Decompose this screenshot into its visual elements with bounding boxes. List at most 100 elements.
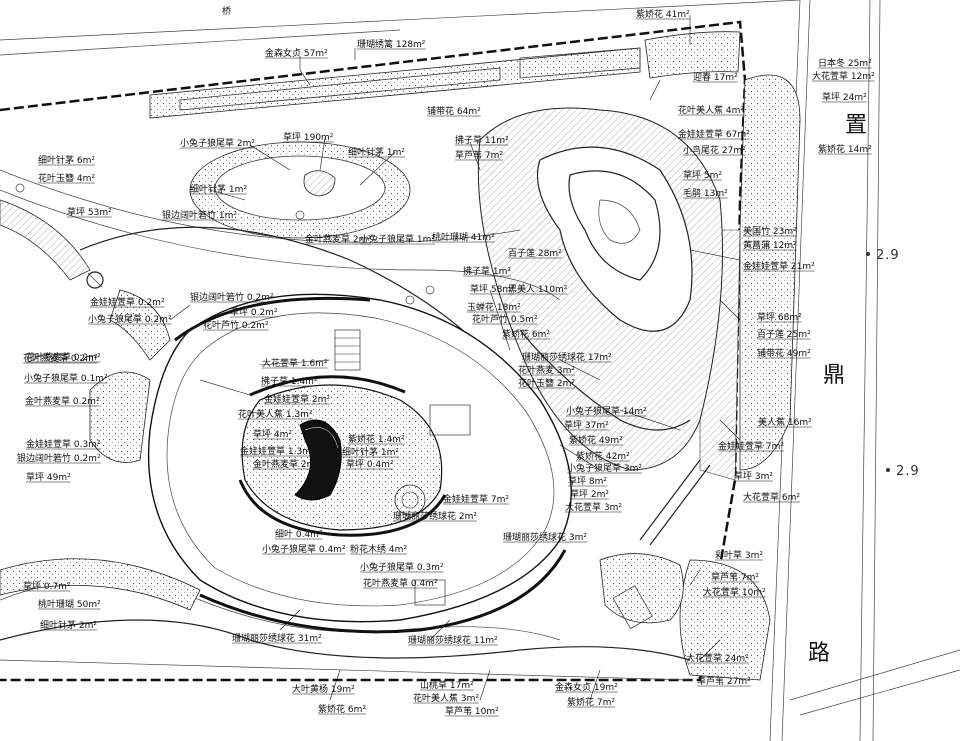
plant-label: 珊瑚丽莎绣球花 31m² <box>232 632 322 644</box>
plant-label: 花叶芦竹 0.5m² <box>472 313 538 325</box>
plant-label: 草芦苇 10m² <box>445 705 499 717</box>
plant-label: 花叶美人蕉 3m² <box>413 692 479 704</box>
plant-label: 迎春 17m² <box>693 71 738 83</box>
plant-label: 桃叶珊瑚 41m² <box>432 231 495 243</box>
site-boundary <box>0 20 747 682</box>
plant-label: 金叶燕麦草 0.2m² <box>25 395 100 407</box>
plant-label: 草坪 5m² <box>683 169 722 181</box>
plant-label: 紫娇花 6m² <box>318 703 366 715</box>
plant-label: 金叶燕麦草 2m² <box>305 233 371 245</box>
plant-label: 草坪 58m² <box>470 283 515 295</box>
plant-label: 金娃娃萱草 2m² <box>264 393 330 405</box>
road-name-char-1: 置 <box>845 113 867 138</box>
plant-label: 大花萱草 1.6m² <box>262 357 328 369</box>
plant-label: 细叶 0.4m² <box>275 528 323 540</box>
plant-label: 百子莲 25m² <box>757 328 811 340</box>
plant-label: 紫娇花 7m² <box>567 696 615 708</box>
plant-label: 草坪 4m² <box>253 428 292 440</box>
plant-label: 黑美人 110m² <box>508 283 568 295</box>
plant-label: 草坪 0.7m² <box>23 580 71 592</box>
plant-label: 紫娇花 1.4m² <box>348 433 405 445</box>
plant-label: 细叶针茅 1m² <box>342 446 399 458</box>
elevation-1: 2.9 <box>876 248 900 263</box>
plant-label: 美人蕉 16m² <box>758 416 812 428</box>
plant-label: 大花萱草 12m² <box>812 70 875 82</box>
plant-label: 草坪 2m² <box>570 488 609 500</box>
plant-label: 大花萱草 24m² <box>686 652 749 664</box>
plant-label: 金叶燕麦草 2m² <box>253 458 319 470</box>
road-name-char-2: 鼎 <box>823 363 845 388</box>
plant-label: 拂子草 1m² <box>463 265 511 277</box>
plant-label: 草坪 24m² <box>822 91 867 103</box>
plant-label: 草坪 190m² <box>283 131 334 143</box>
plant-label: 百子莲 28m² <box>508 247 562 259</box>
plant-label: 铺带花 49m² <box>757 347 811 359</box>
plant-label: 草芦苇 27m² <box>697 675 751 687</box>
plant-label: 紫娇花 49m² <box>569 434 623 446</box>
plant-label: 草芦苇 7m² <box>711 571 759 583</box>
se-entrance <box>599 459 711 630</box>
plant-label: 金娃娃萱草 0.3m² <box>26 438 101 450</box>
plant-label: 小兔子狼尾草 14m² <box>566 405 647 417</box>
plant-label: 铺带花 64m² <box>427 105 481 117</box>
plant-label: 细叶针茅 6m² <box>38 154 95 166</box>
plant-label: 金娃娃萱草 67m² <box>678 128 750 140</box>
plant-label: 草坪 68m² <box>757 311 802 323</box>
plant-label: 黄菖蒲 12m² <box>743 239 797 251</box>
plant-label: 大花萱草 3m² <box>565 501 622 513</box>
plant-label: 草坪 8m² <box>568 475 607 487</box>
plant-label: 大叶黄杨 19m² <box>292 683 355 695</box>
plant-label: 细叶针茅 1m² <box>348 146 405 158</box>
plant-label: 花叶玉簪 4m² <box>38 172 95 184</box>
northeast-rock-garden <box>477 107 723 471</box>
plant-label: 小鸟尾花 27m² <box>683 144 746 156</box>
plant-label: 银边阔叶箬竹 1m² <box>162 209 237 221</box>
plant-label: 草坪 0.4m² <box>346 458 394 470</box>
plant-label: 金娃娃萱草 1.3m² <box>240 445 315 457</box>
tree-markers <box>15 183 435 305</box>
plant-label: 小兔子狼尾草 0.3m² <box>360 561 444 573</box>
central-building <box>147 293 572 634</box>
plant-label: 花叶美人蕉 1.3m² <box>238 408 313 420</box>
plant-label: 草坪 37m² <box>564 419 609 431</box>
plant-label: 玉蝉花 18m² <box>467 301 521 313</box>
plant-label: 草坪 3m² <box>734 470 773 482</box>
bridge-label: 桥 <box>222 5 231 17</box>
plant-label: 日本冬 25m² <box>818 57 872 69</box>
plant-label: 大花萱草 6m² <box>743 491 800 503</box>
road-name-char-3: 路 <box>808 641 830 666</box>
plant-label: 细叶针茅 2m² <box>40 619 97 631</box>
plant-label: 桃叶珊瑚 50m² <box>38 598 101 610</box>
plant-label: 金森女贞 19m² <box>555 681 618 693</box>
plant-label: 花叶美人蕉 4m² <box>678 104 744 116</box>
plant-label: 花叶燕麦草 0.2m² <box>23 352 98 364</box>
plant-label: 金娃娃萱草 7m² <box>718 440 784 452</box>
plant-label: 草坪 0.2m² <box>230 306 278 318</box>
plant-label: 毛鹃 13m² <box>683 187 728 199</box>
plant-label: 紫娇花 14m² <box>818 143 872 155</box>
plant-label: 紫娇花 42m² <box>576 450 630 462</box>
plant-label: 金娃娃萱草 7m² <box>443 493 509 505</box>
plant-label: 花叶燕麦 3m² <box>518 364 575 376</box>
north-hedge-strip <box>149 31 741 119</box>
east-planting-bands <box>679 74 801 681</box>
plant-label: 珊瑚丽莎绣球花 17m² <box>522 351 612 363</box>
plant-label: 花叶芦竹 0.2m² <box>203 319 269 331</box>
plant-label: 小兔子狼尾草 2m² <box>180 137 255 149</box>
plant-label: 珊瑚丽莎绣球花 3m² <box>503 531 587 543</box>
plant-label: 拂子草 1.4m² <box>261 375 318 387</box>
plant-label: 小兔子狼尾草 0.1m² <box>24 372 108 384</box>
plant-label: 山桃草 17m² <box>420 679 474 691</box>
leader-lines <box>169 15 741 701</box>
plant-label: 花叶玉簪 2m² <box>518 377 575 389</box>
plant-label: 大花萱草 10m² <box>703 586 766 598</box>
plant-label: 银边阔叶箬竹 0.2m² <box>190 291 274 303</box>
plant-label: 小兔子狼尾草 0.2m² <box>88 313 172 325</box>
plant-label: 花叶燕麦草 0.4m² <box>363 577 438 589</box>
plant-label: 彩叶草 3m² <box>715 549 763 561</box>
plant-label: 金娃娃萱草 0.2m² <box>90 296 165 308</box>
plant-label: 小兔子狼尾草 0.4m² <box>262 543 346 555</box>
